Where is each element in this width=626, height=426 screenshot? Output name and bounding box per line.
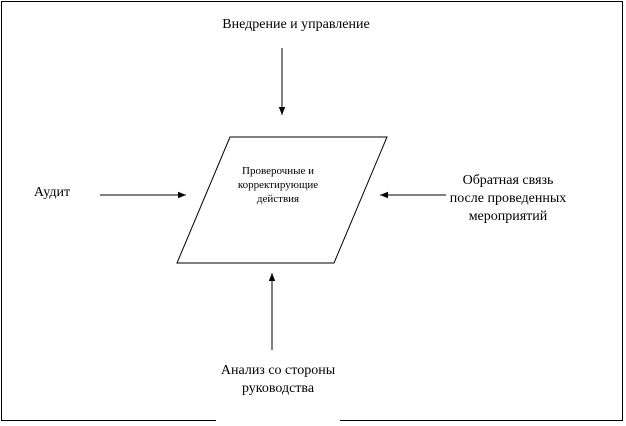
input-label-left: Аудит — [20, 184, 84, 202]
process-parallelogram — [176, 136, 388, 264]
input-label-top: Внедрение и управление — [196, 16, 396, 34]
input-label-bottom: Анализ со стороны руководства — [216, 362, 340, 424]
input-label-right: Обратная связь после проведенных меропри… — [446, 172, 570, 226]
process-label: Проверочные и корректирующие действия — [237, 165, 319, 205]
